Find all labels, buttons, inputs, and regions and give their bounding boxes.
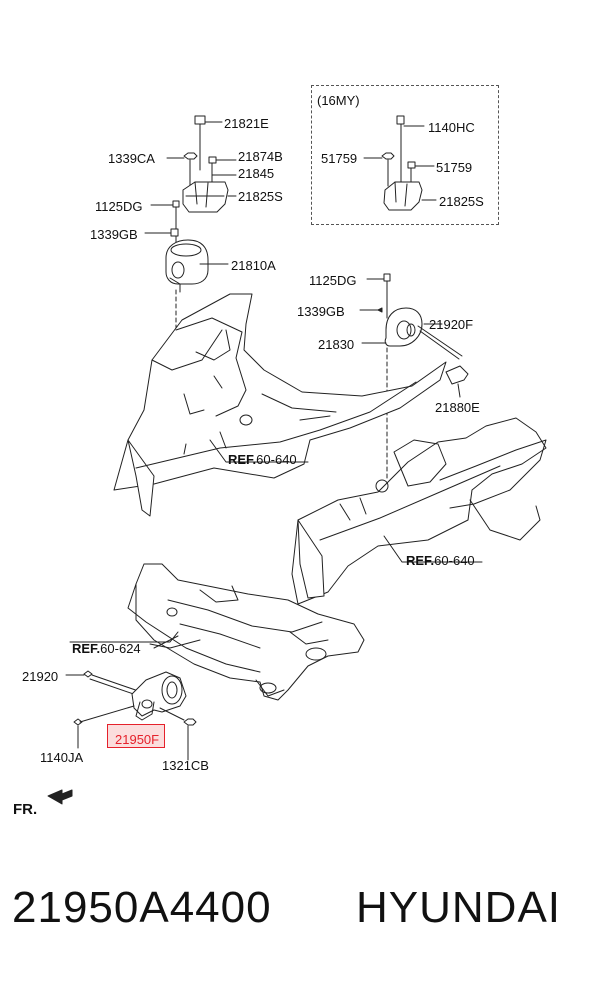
part-label-51759-left: 51759 <box>321 151 358 166</box>
part-label-1140HC: 1140HC <box>428 120 475 135</box>
ref-label-60-640-left: REF.60-640 <box>228 452 297 467</box>
roll-rod-bracket-assembly <box>65 670 197 761</box>
ref-prefix: REF. <box>72 641 101 656</box>
part-label-21950F: 21950F <box>115 732 160 747</box>
front-crossmember <box>69 563 365 701</box>
part-label-21825S-a: 21825S <box>238 189 283 204</box>
part-number-caption: 21950A4400 <box>12 883 272 932</box>
part-label-21874B: 21874B <box>238 149 283 164</box>
part-label-1140JA: 1140JA <box>40 750 84 765</box>
front-side-member-right <box>291 417 547 605</box>
part-label-21821E: 21821E <box>224 116 269 131</box>
ref-number: 60-640 <box>434 553 475 568</box>
front-direction-label: FR. <box>13 801 38 818</box>
part-label-21810A: 21810A <box>231 258 276 273</box>
16my-variant-title: (16MY) <box>317 93 360 108</box>
brand-caption: HYUNDAI <box>356 883 562 932</box>
front-side-member-left <box>113 293 447 517</box>
part-label-1339GB-a: 1339GB <box>90 227 138 242</box>
part-label-1339CA: 1339CA <box>108 151 155 166</box>
part-label-51759-right: 51759 <box>436 160 473 175</box>
ref-number: 60-624 <box>100 641 141 656</box>
ref-number: 60-640 <box>256 452 297 467</box>
part-label-1125DG-a: 1125DG <box>95 199 143 214</box>
highlighted-part-box <box>107 724 165 748</box>
16my-bracket-assembly <box>363 115 437 211</box>
ref-label-60-624: REF.60-624 <box>72 641 141 656</box>
part-label-1321CB: 1321CB <box>162 758 209 773</box>
transmission-mount-assembly <box>359 273 469 481</box>
front-direction-arrow <box>47 789 73 805</box>
part-label-21880E: 21880E <box>435 400 480 415</box>
engine-mount-bracket-assembly <box>144 115 237 421</box>
16my-variant-box <box>311 85 499 225</box>
part-label-21920F: 21920F <box>429 317 474 332</box>
part-label-21825S-b: 21825S <box>439 194 484 209</box>
part-label-1125DG-b: 1125DG <box>309 273 357 288</box>
part-label-21920: 21920 <box>22 669 59 684</box>
ref-label-60-640-right: REF.60-640 <box>406 553 475 568</box>
ref-prefix: REF. <box>228 452 257 467</box>
part-label-1339GB-b: 1339GB <box>297 304 345 319</box>
part-label-21845: 21845 <box>238 166 275 181</box>
part-label-21830: 21830 <box>318 337 355 352</box>
ref-prefix: REF. <box>406 553 435 568</box>
